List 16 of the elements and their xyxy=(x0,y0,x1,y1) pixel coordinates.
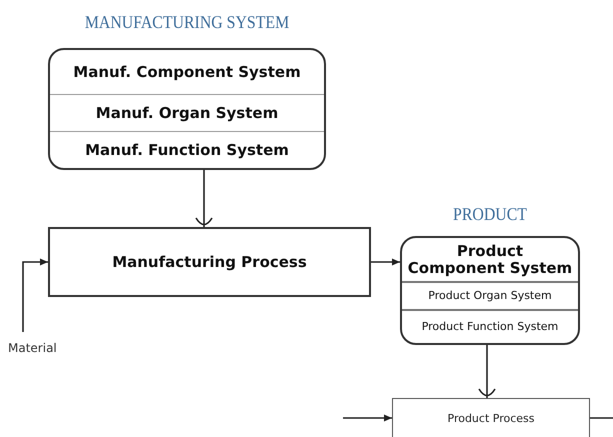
system-row: Manuf. Organ System xyxy=(50,94,324,132)
system-row: Product Component System xyxy=(402,238,578,282)
group-title: MANUFACTURING SYSTEM xyxy=(84,11,290,34)
system-row: Product Function System xyxy=(402,309,578,343)
connector-arrow xyxy=(371,258,400,266)
input-label: Material xyxy=(8,338,74,358)
group-title: PRODUCT xyxy=(452,203,528,226)
connector-arrow xyxy=(343,414,392,422)
rounded-box xyxy=(48,48,326,170)
process-box: Manufacturing Process xyxy=(48,227,371,297)
connector-arrow xyxy=(22,258,48,332)
process-box: Product Process xyxy=(392,398,590,437)
system-row: Manuf. Function System xyxy=(50,131,324,168)
rounded-box xyxy=(400,236,580,345)
system-row: Manuf. Component System xyxy=(50,50,324,94)
system-row: Product Organ System xyxy=(402,281,578,310)
